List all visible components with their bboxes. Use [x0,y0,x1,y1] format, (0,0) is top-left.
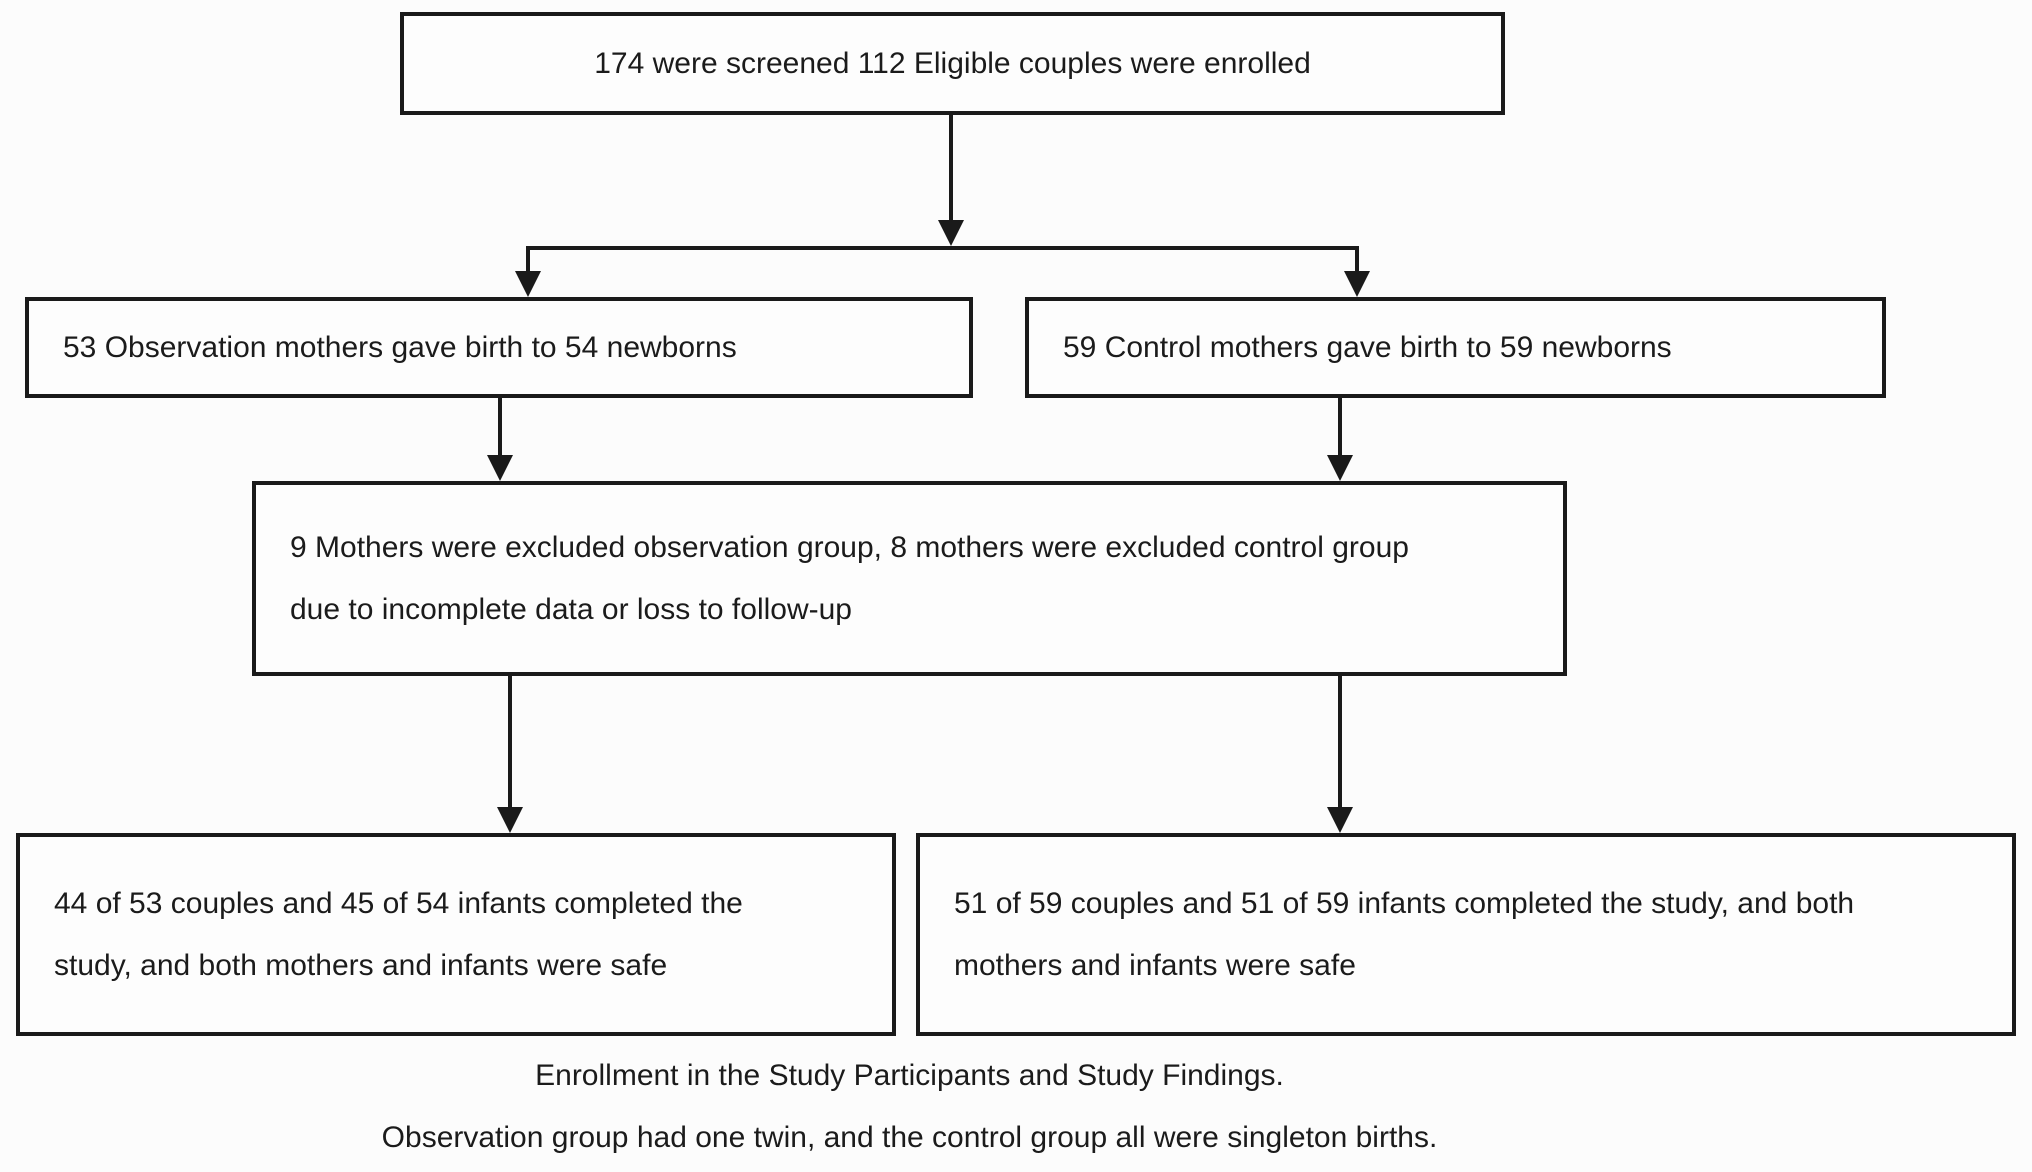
figure-caption-line-2: Observation group had one twin, and the … [381,1121,1438,1154]
connector-branch-left-drop-line [526,246,530,274]
arrowhead-down-icon [497,807,523,833]
arrowhead-down-icon [1327,807,1353,833]
node-observation-births: 53 Observation mothers gave birth to 54 … [25,297,973,398]
arrowhead-down-icon [487,455,513,481]
arrowhead-down-icon [515,271,541,297]
connector-observation-to-excluded-line [498,398,502,457]
node-text-line: 44 of 53 couples and 45 of 54 infants co… [54,886,743,920]
connector-branch-right-drop-line [1355,246,1359,274]
node-text-line: 174 were screened 112 Eligible couples w… [594,46,1311,80]
connector-excluded-to-observation-completed-line [508,676,512,809]
node-text-line: study, and both mothers and infants were… [54,948,668,982]
node-control-completed: 51 of 59 couples and 51 of 59 infants co… [916,833,2016,1036]
node-control-births: 59 Control mothers gave birth to 59 newb… [1025,297,1886,398]
node-text-line: 53 Observation mothers gave birth to 54 … [63,330,737,364]
figure-caption-line-1: Enrollment in the Study Participants and… [535,1059,1284,1092]
node-text-line: 9 Mothers were excluded observation grou… [290,530,1409,564]
arrowhead-down-icon [938,220,964,246]
arrowhead-down-icon [1344,271,1370,297]
node-screened-enrolled: 174 were screened 112 Eligible couples w… [400,12,1505,115]
connector-top-vertical-line [949,115,953,222]
node-text-line: due to incomplete data or loss to follow… [290,592,852,626]
node-observation-completed: 44 of 53 couples and 45 of 54 infants co… [16,833,896,1036]
node-text-line: 59 Control mothers gave birth to 59 newb… [1063,330,1672,364]
node-excluded: 9 Mothers were excluded observation grou… [252,481,1567,676]
connector-branch-horizontal-line [526,246,1359,250]
connector-excluded-to-control-completed-line [1338,676,1342,809]
node-text-line: mothers and infants were safe [954,948,1356,982]
node-text-line: 51 of 59 couples and 51 of 59 infants co… [954,886,1855,920]
figure-caption: Enrollment in the Study Participants and… [252,1045,1567,1169]
arrowhead-down-icon [1327,455,1353,481]
connector-control-to-excluded-line [1338,398,1342,457]
